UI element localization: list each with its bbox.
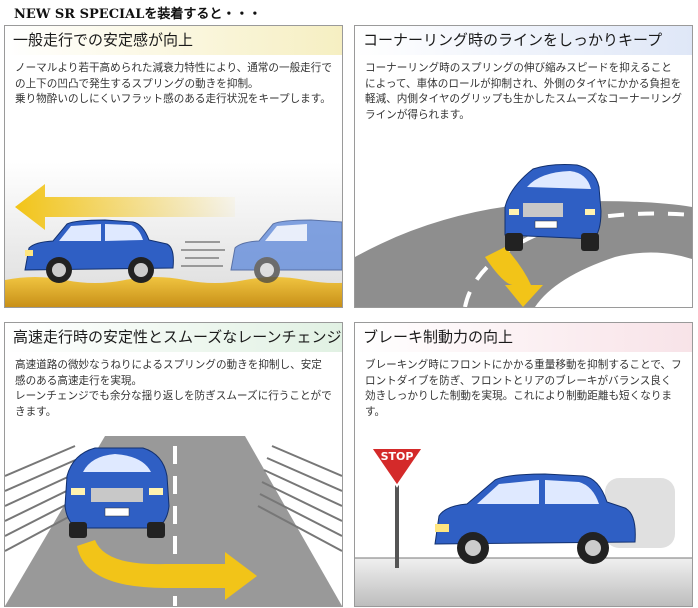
panel-text: 乗り物酔いのしにくいフラット感のある走行状況をキープします。 <box>15 93 331 105</box>
car-icon <box>230 219 342 283</box>
panel-header: 一般走行での安定感が向上 <box>5 26 342 55</box>
arrow-curve <box>485 247 543 307</box>
panel-header: コーナーリング時のラインをしっかりキープ <box>355 26 692 55</box>
illustration-flat-ride <box>5 162 342 307</box>
panel-text: ノーマルより若干高められた減衰力特性により、通常の一般走行での上下の凹凸で発生す… <box>15 62 332 90</box>
car-icon <box>504 164 602 251</box>
car-icon <box>24 219 174 283</box>
panel-text: ブレーキング時にフロントにかかる重量移動を抑制することで、フロントダイブを防ぎ、… <box>365 359 682 418</box>
panel-braking: ブレーキ制動力の向上 ブレーキング時にフロントにかかる重量移動を抑制することで、… <box>354 322 693 607</box>
panel-header: ブレーキ制動力の向上 <box>355 323 692 352</box>
panel-body: 高速道路の微妙なうねりによるスプリングの動きを抑制し、安定感のある高速走行を実現… <box>5 352 342 420</box>
arrow-left <box>15 184 235 230</box>
panel-body: コーナーリング時のスプリングの伸び縮みスピードを抑えることによって、車体のロール… <box>355 55 692 123</box>
panel-highway: 高速走行時の安定性とスムーズなレーンチェンジ 高速道路の微妙なうねりによるスプリ… <box>4 322 343 607</box>
arrow-lane <box>77 540 257 600</box>
panel-body: ブレーキング時にフロントにかかる重量移動を抑制することで、フロントダイブを防ぎ、… <box>355 352 692 420</box>
panel-stability: 一般走行での安定感が向上 ノーマルより若干高められた減衰力特性により、通常の一般… <box>4 25 343 308</box>
stop-sign-text: STOP <box>381 450 414 463</box>
panel-cornering: コーナーリング時のラインをしっかりキープ コーナーリング時のスプリングの伸び縮み… <box>354 25 693 308</box>
illustration-lane-change <box>5 436 342 606</box>
panel-text: レーンチェンジでも余分な揺り返しを防ぎスムーズに行うことができます。 <box>15 390 332 418</box>
panel-body: ノーマルより若干高められた減衰力特性により、通常の一般走行での上下の凹凸で発生す… <box>5 55 342 108</box>
illustration-cornering <box>355 147 692 307</box>
car-icon <box>434 473 636 564</box>
car-icon <box>64 447 170 538</box>
panel-text: コーナーリング時のスプリングの伸び縮みスピードを抑えることによって、車体のロール… <box>365 62 682 121</box>
illustration-braking: STOP <box>355 438 692 606</box>
panel-text: 高速道路の微妙なうねりによるスプリングの動きを抑制し、安定感のある高速走行を実現… <box>15 359 322 387</box>
stop-sign-icon: STOP <box>369 447 425 568</box>
page-title: NEW SR SPECIALを装着すると・・・ <box>14 7 262 22</box>
panel-header: 高速走行時の安定性とスムーズなレーンチェンジ <box>5 323 342 352</box>
